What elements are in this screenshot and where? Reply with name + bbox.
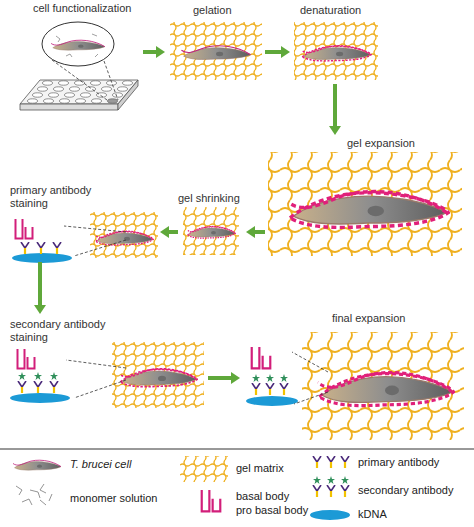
legend-swatch	[310, 510, 350, 520]
legend-label: pro basal body	[236, 504, 308, 517]
arrow-head	[231, 372, 240, 384]
arrow-head	[160, 226, 169, 238]
stage-panel: primary antibody staining	[8, 182, 160, 262]
arrow-head	[281, 46, 290, 58]
well	[102, 87, 112, 91]
well	[91, 81, 101, 85]
well	[81, 93, 91, 97]
flow-arrow	[34, 262, 46, 314]
well	[60, 99, 70, 103]
well	[123, 81, 133, 85]
well	[33, 93, 43, 97]
flow-arrow	[208, 372, 240, 384]
well	[44, 99, 54, 103]
arrow-line	[168, 230, 178, 234]
stage-label: gelation	[193, 4, 253, 17]
stage-panel: gel shrinking	[178, 190, 246, 260]
well	[49, 93, 59, 97]
well	[28, 99, 38, 103]
arrow-head	[246, 226, 255, 238]
well	[113, 93, 123, 97]
stage-label: primary antibody staining	[10, 184, 110, 210]
stage-panel: cell functionalization	[15, 2, 143, 114]
stage-panel: secondary antibody staining	[8, 314, 208, 416]
arrow-head	[156, 46, 165, 58]
well	[43, 81, 53, 85]
well	[59, 81, 69, 85]
legend-label: kDNA	[358, 508, 387, 521]
flow-arrow	[265, 46, 290, 58]
arrow-line	[333, 84, 337, 127]
legend-label: monomer solution	[70, 492, 157, 505]
flow-arrow	[246, 226, 265, 238]
flow-arrow	[329, 84, 341, 135]
stage-label: gel shrinking	[178, 192, 246, 205]
legend-label: gel matrix	[236, 462, 284, 475]
stage-label: final expansion	[332, 312, 424, 325]
stage-panel: gel expansion	[265, 135, 465, 260]
well	[38, 87, 48, 91]
well	[54, 87, 64, 91]
well	[65, 93, 75, 97]
arrow-head	[34, 305, 46, 314]
flow-arrow	[143, 46, 165, 58]
well	[92, 99, 102, 103]
legend-label: basal body	[236, 490, 289, 503]
well	[75, 81, 85, 85]
stage-label: gel expansion	[347, 137, 431, 150]
stage-panel: final expansion	[240, 312, 468, 444]
stage-panel: denaturation	[290, 2, 382, 84]
stage-label: secondary antibody staining	[10, 318, 118, 344]
arrow-head	[329, 126, 341, 135]
arrow-line	[38, 262, 42, 306]
legend-label: T. brucei cell	[70, 458, 131, 471]
legend-label: secondary antibody	[358, 484, 453, 497]
stage-label: denaturation	[300, 4, 378, 17]
stage-panel: gelation	[165, 2, 265, 84]
stage-label: cell functionalization	[33, 2, 143, 15]
well	[108, 99, 118, 103]
flow-arrow	[160, 226, 178, 238]
arrow-line	[208, 376, 232, 380]
arrow-line	[143, 50, 157, 54]
well	[76, 99, 86, 103]
arrow-line	[265, 50, 282, 54]
arrow-line	[254, 230, 265, 234]
legend-label: primary antibody	[358, 456, 439, 469]
well	[118, 87, 128, 91]
well	[70, 87, 80, 91]
